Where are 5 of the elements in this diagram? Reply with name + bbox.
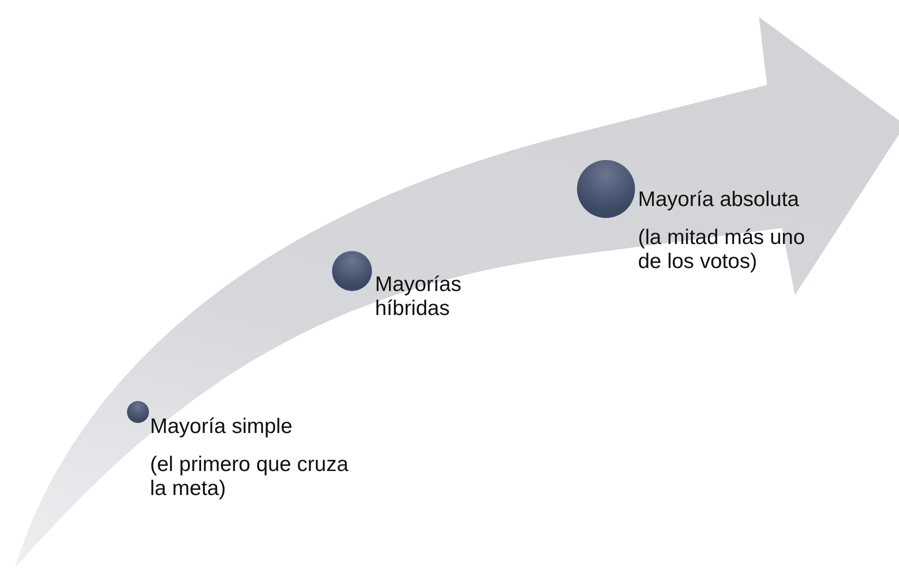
stage-description: (el primero que cruza la meta) — [150, 453, 350, 501]
stage-title: Mayoría absoluta — [638, 188, 800, 212]
stage-description: (la mitad más uno de los votos) — [638, 226, 806, 274]
stage-title: Mayoría simple — [150, 415, 294, 439]
stage-title: Mayorías híbridas — [375, 273, 462, 321]
